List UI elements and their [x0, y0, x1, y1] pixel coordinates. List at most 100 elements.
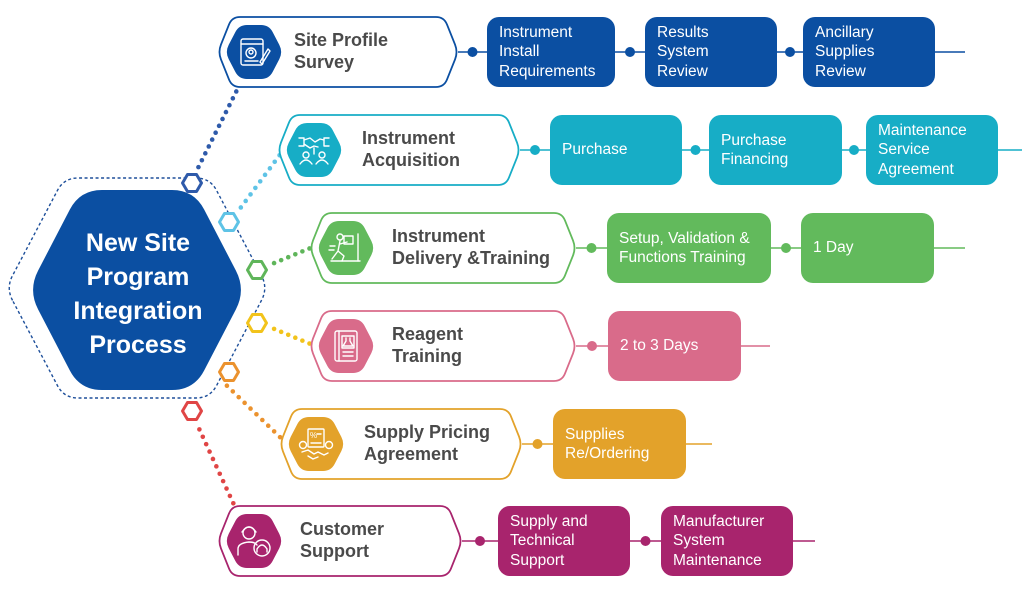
connector-dot	[271, 326, 277, 332]
connector-dot	[206, 144, 212, 149]
step-connector-dot	[640, 536, 651, 546]
connector-dots-supply-pricing-agreement	[224, 383, 283, 440]
stage-title-line: Customer	[300, 519, 385, 539]
stage-frame	[310, 310, 576, 382]
stage-icon-badge	[226, 514, 282, 568]
connector-dot	[197, 427, 202, 432]
step-box: Results System Review	[645, 17, 777, 87]
step-label: Instrument Install Requirements	[499, 23, 596, 80]
connector-dot	[293, 252, 298, 257]
step-label: Purchase	[562, 141, 628, 159]
connector-dot	[265, 423, 271, 429]
connector-dot	[236, 394, 242, 400]
connector-dot	[216, 123, 222, 129]
connector-dot	[203, 441, 209, 447]
step-connector-dot	[781, 243, 791, 253]
step-label: Maintenance Service Agreement	[878, 121, 967, 178]
connector-dots-instrument-acquisition	[238, 152, 282, 210]
step-box: Ancillary Supplies Review	[803, 17, 935, 87]
connector-dot	[224, 486, 229, 491]
connector-dot	[227, 102, 232, 108]
step-label: Supply and Technical Support	[510, 512, 588, 569]
connector-dot	[243, 198, 248, 204]
connector-dot	[267, 166, 273, 171]
stage-frame	[278, 114, 520, 186]
connector-dot	[260, 417, 265, 423]
connector-dot	[210, 456, 216, 462]
connector-dots-reagent-training	[271, 326, 312, 346]
hub-title-line: Integration	[73, 297, 203, 325]
connector-dot	[233, 89, 239, 94]
connector-dots-customer-support	[197, 427, 236, 506]
step-box: Supplies Re/Ordering	[553, 409, 686, 479]
step-label: Supplies Re/Ordering	[565, 425, 650, 463]
stage-frame	[218, 505, 462, 577]
step-label: Setup, Validation & Functions Training	[619, 229, 750, 267]
step-label: Purchase Financing	[721, 131, 789, 169]
hub-title-line: Program	[86, 263, 190, 291]
ring-node	[246, 313, 268, 333]
step-box: 2 to 3 Days	[608, 311, 741, 381]
connector-dot	[272, 159, 278, 165]
step-connector-dot	[475, 536, 485, 546]
connector-dot	[220, 116, 225, 122]
connector-dot	[224, 383, 230, 389]
stage-frame	[218, 16, 458, 88]
connector-dot	[200, 434, 206, 440]
ring-node	[218, 212, 240, 232]
step-connector-dot	[587, 341, 597, 351]
step-label: Ancillary Supplies Review	[815, 23, 875, 80]
stage-title-line: Support	[300, 541, 369, 561]
stage-title-line: Supply Pricing	[364, 422, 491, 442]
connector-dots-instrument-delivery-training	[271, 246, 312, 266]
step-box: Purchase Financing	[709, 115, 842, 185]
reagent-book-icon	[334, 330, 358, 362]
stage-title-line: Acquisition	[362, 150, 460, 170]
stage-icon-badge	[318, 221, 374, 275]
connector-dot	[300, 249, 305, 254]
connector-dot	[262, 172, 268, 178]
step-connector-dot	[849, 145, 859, 155]
connector-dot	[238, 205, 244, 210]
connector-dot	[277, 434, 283, 440]
stage-site-profile-survey	[218, 16, 965, 88]
hub-hexagon	[33, 190, 241, 390]
step-connector-dot	[785, 47, 795, 57]
step-box: Manufacturer System Maintenance	[661, 506, 793, 576]
connector-dot	[227, 493, 233, 499]
connector-dot	[199, 157, 205, 163]
connector-dot	[271, 429, 277, 434]
connector-dot	[293, 335, 298, 340]
connector-dot	[196, 164, 201, 170]
connector-dot	[220, 478, 226, 484]
step-connector-dot	[467, 47, 478, 57]
pricing-handshake-icon: %	[298, 428, 334, 460]
connector-dot	[203, 151, 208, 156]
step-connector-dot	[690, 145, 701, 155]
connector-dot	[300, 338, 305, 343]
connector-dot	[271, 260, 277, 266]
connector-dot	[248, 406, 253, 411]
step-connector-dot	[532, 439, 543, 449]
connector-dots-site-profile-survey	[196, 89, 239, 170]
step-box: Purchase	[550, 115, 682, 185]
stage-icon-badge	[288, 417, 344, 471]
step-label: Manufacturer System Maintenance	[673, 512, 765, 569]
connector-dot	[207, 449, 212, 454]
stage-title-line: Survey	[294, 52, 355, 72]
connector-dot	[230, 389, 236, 394]
stage-title-line: Instrument	[362, 128, 456, 148]
hub-title-line: Process	[89, 331, 187, 359]
step-box: Maintenance Service Agreement	[866, 115, 998, 185]
connector-dot	[285, 254, 291, 260]
ring-node	[246, 260, 268, 280]
step-label: 2 to 3 Days	[620, 337, 699, 355]
stage-title-line: Instrument	[392, 226, 486, 246]
